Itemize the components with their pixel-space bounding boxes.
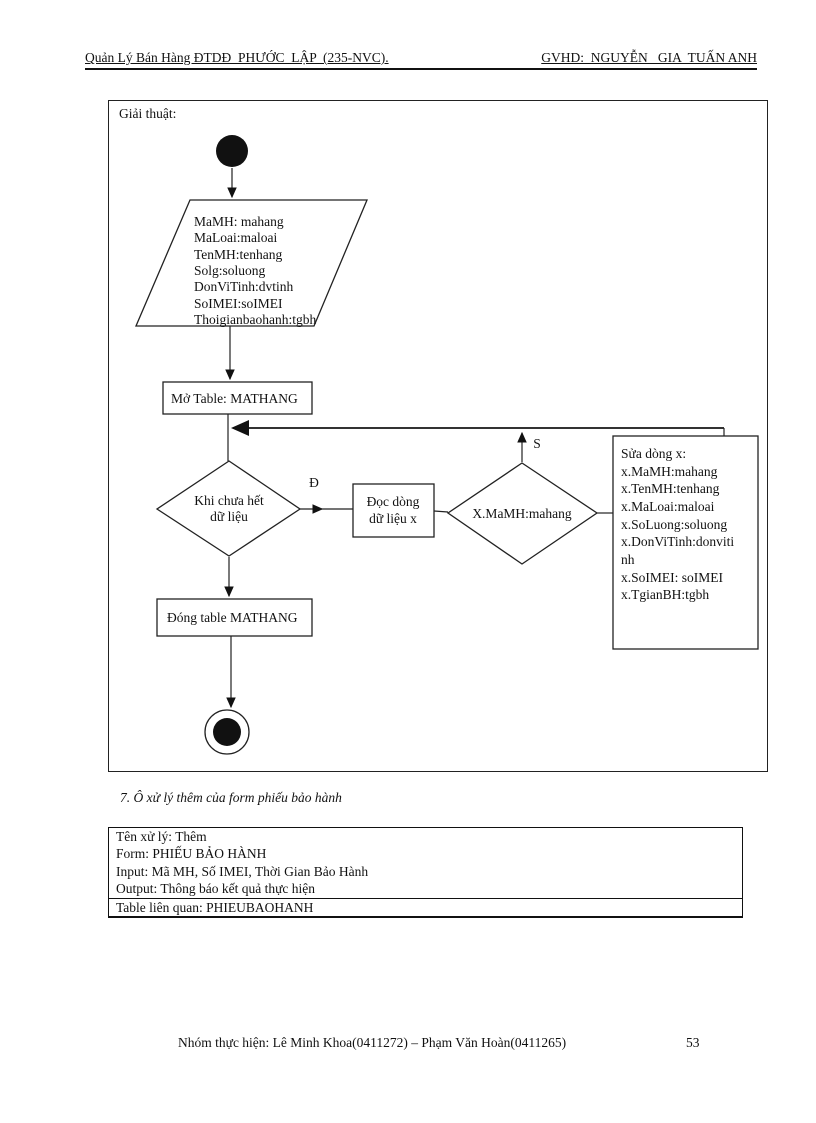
info-table: Tên xử lý: Thêm Form: PHIẾU BẢO HÀNH Inp… [108, 827, 743, 918]
header-right-text: GVHD: NGUYỄN GIA TUẤN ANH [541, 50, 757, 65]
update-line: Sửa dòng x: [621, 446, 686, 461]
update-line: x.MaLoai:maloai [621, 499, 715, 514]
open-table-box [162, 381, 313, 415]
info-row-ten-xu-ly: Tên xử lý: Thêm [116, 829, 207, 844]
read-row-line: dữ liệu x [369, 511, 417, 526]
page-number: 53 [686, 1035, 700, 1050]
open-table-label: Mở Table: MATHANG [171, 391, 298, 406]
update-line: x.TgianBH:tgbh [621, 587, 709, 602]
read-row-box [352, 483, 435, 538]
match-diamond [446, 462, 599, 565]
input-line: DonViTinh:dvtinh [194, 279, 293, 294]
update-line: x.SoLuong:soluong [621, 517, 727, 532]
update-line: x.TenMH:tenhang [621, 481, 720, 496]
input-line: Thoigianbaohanh:tgbh [194, 312, 316, 327]
update-line: nh [621, 552, 635, 567]
branch-false-label: S [533, 436, 541, 451]
input-line: SoIMEI:soIMEI [194, 296, 283, 311]
input-line: MaLoai:maloai [194, 230, 277, 245]
loop-condition-line: Khi chưa hết [194, 493, 264, 508]
loop-condition-line: dữ liệu [210, 509, 248, 524]
input-line: MaMH: mahang [194, 214, 284, 229]
flowchart-canvas: Giải thuật: MaMH: mahang MaLoai:maloai T… [119, 106, 759, 755]
start-node [216, 135, 248, 167]
line-read-to-match [433, 510, 449, 513]
flowchart-title: Giải thuật: [119, 106, 176, 121]
info-row-input: Input: Mã MH, Số IMEI, Thời Gian Bảo Hàn… [116, 863, 369, 879]
input-parallelogram [135, 199, 368, 327]
figure-caption: 7. Ô xử lý thêm của form phiếu bảo hành [120, 790, 342, 805]
update-line: x.SoIMEI: soIMEI [621, 570, 723, 585]
read-row-line: Đọc dòng [367, 494, 420, 509]
page-header: Quản Lý Bán Hàng ĐTDĐ PHƯỚC LẬP (235-NVC… [85, 50, 757, 70]
info-row-form: Form: PHIẾU BẢO HÀNH [116, 846, 267, 862]
footer-text: Nhóm thực hiện: Lê Minh Khoa(0411272) – … [178, 1035, 567, 1050]
header-left-text: Quản Lý Bán Hàng ĐTDĐ PHƯỚC LẬP (235-NVC… [85, 50, 389, 65]
match-condition-label: X.MaMH:mahang [472, 506, 572, 521]
input-line: Solg:soluong [194, 263, 266, 278]
end-node-inner [213, 718, 241, 746]
input-line: TenMH:tenhang [194, 247, 283, 262]
flowchart-frame: Giải thuật: MaMH: mahang MaLoai:maloai T… [108, 100, 768, 772]
close-table-box [156, 598, 313, 637]
update-line: x.DonViTinh:donviti [621, 534, 734, 549]
update-line: x.MaMH:mahang [621, 464, 718, 479]
info-row-table-lien-quan: Table liên quan: PHIEUBAOHANH [109, 897, 742, 916]
loop-diamond [155, 460, 302, 557]
branch-true-label: Đ [309, 475, 319, 490]
close-table-label: Đóng table MATHANG [167, 610, 298, 625]
page-footer: Nhóm thực hiện: Lê Minh Khoa(0411272) – … [0, 1035, 816, 1055]
update-row-box [612, 435, 759, 650]
info-row-output: Output: Thông báo kết quả thực hiện [116, 881, 316, 897]
